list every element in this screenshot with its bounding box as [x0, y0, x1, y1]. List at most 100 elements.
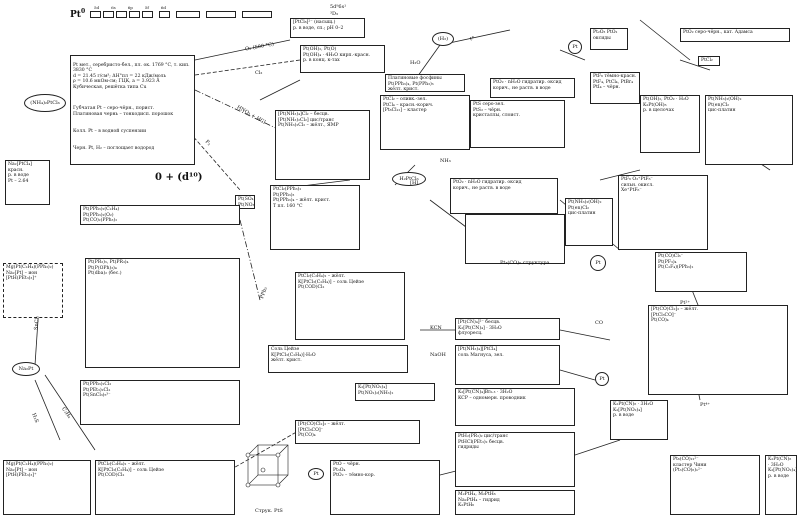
- cube-edge: [277, 474, 289, 486]
- oval-h2ptcl6: H₂PtCl₆: [392, 172, 426, 186]
- label-co: CO: [595, 320, 603, 326]
- cube-atom: [245, 452, 251, 458]
- cube-back-face: [257, 444, 289, 476]
- circle-pt-low: Pt: [308, 468, 324, 480]
- element-symbol: Pt0: [70, 8, 85, 20]
- edge-lower-right: [559, 329, 611, 341]
- cube-atom: [245, 482, 251, 488]
- box-metal-properties: Pt мет., серебристо-бел., пл. ок. 1769 °…: [70, 55, 195, 165]
- box-ptcl2-small: PtCl₂: [698, 56, 720, 66]
- box-pt-right-bottom-small: K₂Pt(CN)₆ · 3H₂O K₂[Pt(NO₂)₄] р. в воде: [610, 400, 668, 440]
- edge-metal-to-pps: [259, 79, 301, 101]
- box-pt-small-right: Pt(NH₃)₂(OH)₂ Pt(en)Cl₂ цис-платин: [565, 198, 613, 246]
- orbital-5d: 5d: [94, 5, 100, 10]
- box-pt-lower: PtO – чёрн. Pt₃O₄ PtO₂ – тёмно-кор.: [330, 460, 440, 515]
- orbital-box: [242, 11, 272, 18]
- box-pto2-hydrate: PtO₂ · nH₂O гидратир. оксид корич., не р…: [490, 78, 575, 98]
- box-pt2o3: Pt₂O₃ PtO₂ оксиды: [590, 28, 628, 50]
- box-halides-top: PtF₆ тёмно-красн. PtF₄, PtCl₄, PtBr₄ PtI…: [590, 72, 640, 104]
- colloid-text: Колл. Pt – в водной суспензии: [73, 128, 147, 134]
- edge-ptf6: [639, 19, 691, 61]
- box-na2ptcl4: Na₂[PtCl₄] красн. р. в воде Pt – 2.64: [5, 160, 50, 205]
- box-bottom-mid-left: PtCl₂(C₂H₄)₂ – жёлт. K[PtCl₃(C₂H₄)] – со…: [95, 460, 235, 515]
- oval-na2pt: Na₂Pt: [12, 362, 40, 376]
- box-center-big: PtCl₂(PPh₃)₂ Pt(PPh₃)₃ Pt(PPh₃)₄ – жёлт.…: [270, 185, 360, 250]
- orbital-box: [116, 11, 127, 18]
- box-mx-chain: K₂[Pt(CN)₄]Br₀.₃ · 3H₂O KCP – одномерн. …: [455, 388, 575, 426]
- orbital-6p: 6p: [127, 5, 133, 10]
- cube-atom: [275, 482, 281, 488]
- orbital-6d: 6d: [160, 5, 166, 10]
- lattice-caption: Струк. PtS: [255, 508, 283, 514]
- box-left-mid: Mg(Pt(C₂H₄)(PPh₃)₂) Na₂[Pt] – ион [PtH(P…: [3, 263, 63, 318]
- unit-cell-diagram: [245, 444, 289, 488]
- orbital-box: [206, 11, 236, 18]
- orbital-5f: 5f: [144, 5, 149, 10]
- box-bottom-left-complexes: Pt(PPh₃)₂Cl₂ Pt(PEt₃)₂Cl₂ Pt(SnCl₃)₅³⁻: [80, 380, 240, 425]
- box-ptcn: [Pt(CN)₄]²⁻ бесцв. K₂[Pt(CN)₄] · 3H₂O фл…: [455, 318, 560, 340]
- box-nitrite: K₂[Pt(NO₂)₄] Pt(NO₂)₂(NH₃)₂: [355, 383, 435, 401]
- label-h2o: H₂O: [410, 60, 421, 66]
- circle-pt-top: Pt: [568, 40, 582, 54]
- box-pt-right-low: Pt(CO)Cl₃⁻ Pt(PF₃)₄ Pt(C₂F₄)(PPh₃)₂: [655, 252, 747, 292]
- cube-atom: [260, 467, 266, 473]
- sponge-text: Губчатая Pt – серо-чёрн., порист. Платин…: [73, 106, 174, 117]
- edge-top-right-1: [679, 59, 711, 71]
- box-bottom-left: Mg(Pt(C₂H₄)(PPh₃)₂) Na₂[Pt] – ион [PtH(P…: [3, 460, 91, 515]
- box-pt-bottom-r1: PtH₂(PR₃)₂ цис/транс PtHCl(PEt₃)₂ бесцв.…: [455, 432, 575, 487]
- box-zeise: Соль Цейзе K[PtCl₃(C₂H₄)]·H₂O жёлт. крис…: [268, 345, 408, 373]
- box-pto2-adams: PtO₂ серо-чёрн., кат. Адамса: [680, 28, 790, 42]
- box-magnus: [Pt(NH₃)₄][PtCl₄] соль Магнуса, зел.: [455, 345, 560, 385]
- cube-front-face: [247, 454, 279, 486]
- orbital-box: [129, 11, 140, 18]
- label-red: [H]: [410, 180, 419, 186]
- box-pt-right-co: [Pt(CO)Cl₂]₂ – жёлт. [PtCl₃CO]⁻ Pt(CO)₄: [648, 305, 788, 395]
- label-pt2: Pt²⁺: [680, 300, 691, 306]
- label-cl2: Cl₂: [255, 70, 263, 76]
- label-sncl2: SnCl₂: [33, 315, 41, 331]
- edge-bottom-mid: [229, 429, 301, 471]
- box-chain: Pt(PPh₃)₂(C₂H₄) Pt(PPh₃)₂(O₂) Pt(CO)₂(PP…: [80, 205, 240, 225]
- box-pt-oxides: Pt(OH)₂, Pt(O) Pt(OH)₄ · 4H₂O кирп.-крас…: [300, 45, 385, 73]
- element-text: Pt: [70, 10, 81, 20]
- ground-state: 5d⁹6s¹: [330, 4, 347, 10]
- box-ptcl6: [PtCl₆]²⁻ (насыщ.) р. в воде, сп.; рН 0–…: [290, 18, 365, 38]
- circle-pt-mid: Pt: [590, 255, 606, 271]
- term-symbol: ³D₃: [330, 11, 339, 17]
- oxidation-state: 0: [80, 8, 86, 15]
- oval-nh4-ptcl6: (NH₄)₂PtCl₆: [24, 94, 66, 112]
- box-pt-right-mid: Pt(NH₃)₂(OH)₂ Pt(en)Cl₂ цис-платин: [705, 95, 793, 165]
- metal-props-text: Pt мет., серебристо-бел., пл. ок. 1769 °…: [73, 62, 190, 90]
- edge-pt-right: [559, 49, 586, 61]
- box-pt-right-top: Pt(OH)₂, PtO₂ · H₂O K₂Pt(OH)₆ р. в щелоч…: [640, 95, 700, 153]
- box-nh3-complex: [Pt(NH₃)₄]Cl₂ – бесцв. [Pt(NH₃)₂Cl₂] цис…: [275, 110, 370, 180]
- edge-mid-right: [429, 199, 471, 231]
- config-sup-row: 5d 6s 6p 5f 6d: [94, 5, 272, 10]
- box-ptf6-right: PtF₆ O₂⁺PtF₆⁻ сильн. окисл. Xe⁺PtF₆⁻: [618, 175, 708, 250]
- orbital-box: [90, 11, 101, 18]
- orbital-6s: 6s: [111, 5, 116, 10]
- edge-metal-to-ptoh: [194, 59, 301, 76]
- edge-center-down: [239, 219, 261, 301]
- edge-pt-circle-low: [559, 369, 596, 381]
- cube-edge: [247, 444, 259, 456]
- orbital-box: [142, 11, 153, 18]
- edge-na2pt-left: [34, 379, 61, 441]
- orbital-boxes: [90, 11, 272, 18]
- cube-edge: [277, 444, 289, 456]
- label-heat: t°: [469, 35, 476, 43]
- edge-na2pt-right: [44, 374, 96, 451]
- box-ptcl2-olefin: PtCl₂(C₂H₄)₂ – жёлт. K[PtCl₃(C₂H₄)] – со…: [295, 272, 405, 340]
- box-lattice-frame: [465, 214, 565, 264]
- cluster-caption: Pt₃(CO)₆ структура: [500, 260, 550, 266]
- box-pt-bottom-r2: M₂PtH₄, M₂PtH₆ Na₂PtH₄ – гидрид K₂PtH₆: [455, 490, 575, 515]
- label-naoh: NaOH: [430, 352, 446, 358]
- box-pt-hydrates: PtO₂ · nH₂O гидратир. оксид корич., не р…: [450, 178, 558, 214]
- box-pt-right-bottom: K₂Pt(CN)₆ · 3H₂O K₂[Pt(NO₂)₄] р. в воде: [765, 455, 797, 515]
- oval-h2: (H₂): [432, 32, 454, 46]
- box-pt-struct: Pt₆(CO)₁₂²⁻ кластер Чини (Pt₃(CO)₆)ₙ²⁻: [670, 455, 760, 515]
- orbital-box: [159, 11, 170, 18]
- config-cells: 5d 6s 6p 5f 6d: [90, 5, 272, 18]
- box-pt-clusters: PtCl₂ – оливк.-зел. PtCl₄ – красн.-корич…: [380, 95, 470, 150]
- label-kcn: KCN: [430, 325, 442, 331]
